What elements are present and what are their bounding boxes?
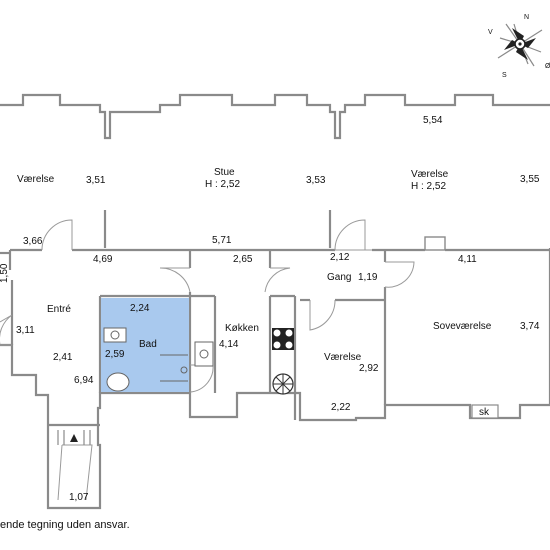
interior-walls xyxy=(8,210,550,427)
dim-vaerelse-right-1: 5,54 xyxy=(423,115,443,126)
dim-entre-3: 6,94 xyxy=(74,375,94,386)
room-vaerelse-small: Værelse xyxy=(324,352,362,363)
dim-bad-1: 2,24 xyxy=(130,303,150,314)
stue-height: H : 2,52 xyxy=(205,179,240,190)
dim-stue-1: 3,53 xyxy=(306,175,326,186)
vaerelse-right-height: H : 2,52 xyxy=(411,181,446,192)
dim-gang-2: 1,19 xyxy=(358,272,378,283)
dim-bad-2: 2,59 xyxy=(105,349,125,360)
dim-entre-4: 1,07 xyxy=(69,492,89,503)
dim-entre-2: 2,41 xyxy=(53,352,73,363)
dim-vaerelse-left-1: 3,51 xyxy=(86,175,106,186)
disclaimer-text: ende tegning uden ansvar. xyxy=(0,519,130,531)
door-swings xyxy=(0,219,415,501)
dim-vaerelse-small-1: 2,92 xyxy=(359,363,379,374)
room-stue: Stue xyxy=(214,167,235,178)
room-bad: Bad xyxy=(139,339,157,350)
room-vaerelse-left: Værelse xyxy=(17,174,55,185)
compass-o: Ø xyxy=(545,63,550,70)
compass-v: V xyxy=(488,29,493,36)
room-vaerelse-right: Værelse xyxy=(411,169,449,180)
closet-box xyxy=(471,404,499,419)
dim-vaerelse-left-2: 3,66 xyxy=(23,236,43,247)
dim-koekken-2: 4,14 xyxy=(219,339,239,350)
dim-gang-1: 2,12 xyxy=(330,252,350,263)
kitchen-fixtures xyxy=(194,328,294,395)
dim-vaerelse-small-2: 2,22 xyxy=(331,402,351,413)
room-entre: Entré xyxy=(47,304,71,315)
dim-sovevaerelse-1: 3,74 xyxy=(520,321,540,332)
dim-vaerelse-right-2: 3,55 xyxy=(520,174,540,185)
dim-koekken-1: 2,65 xyxy=(233,254,253,265)
compass-n: N xyxy=(524,14,529,21)
dim-entre-1: 3,11 xyxy=(16,325,35,336)
dim-stue-2: 5,71 xyxy=(212,235,232,246)
entrance-steps xyxy=(57,430,91,445)
closet-label: sk xyxy=(479,407,490,418)
compass-s: S xyxy=(502,72,507,79)
compass-rose-icon xyxy=(497,23,543,67)
bathroom-area xyxy=(101,298,189,392)
outer-walls xyxy=(0,93,550,510)
dim-vaerelse-left-3: 4,69 xyxy=(93,254,113,265)
room-sovevaerelse: Soveværelse xyxy=(433,321,492,332)
room-gang: Gang xyxy=(327,272,351,283)
room-koekken: Køkken xyxy=(225,323,259,334)
dim-entre-5: 1,50 xyxy=(0,263,10,283)
dim-vaerelse-right-3: 4,11 xyxy=(458,254,477,265)
